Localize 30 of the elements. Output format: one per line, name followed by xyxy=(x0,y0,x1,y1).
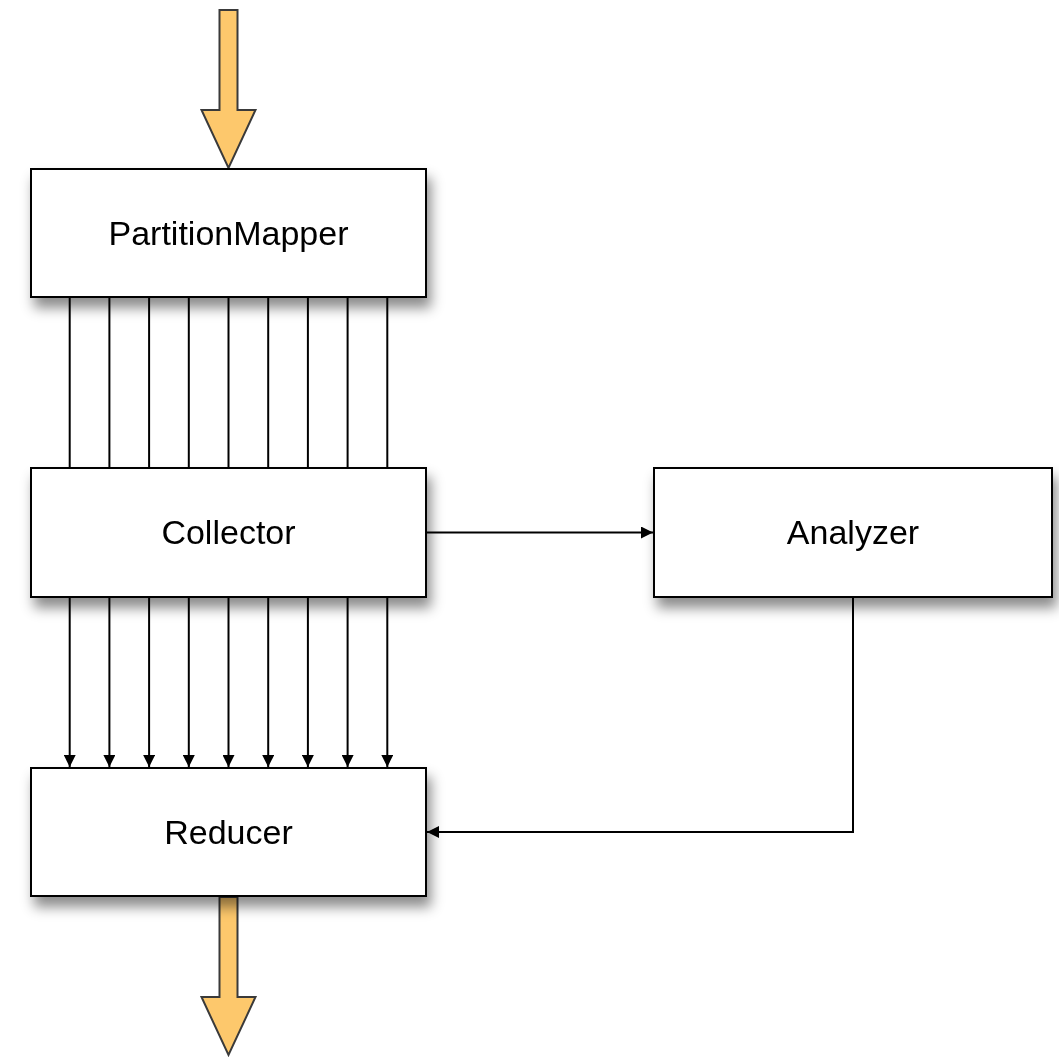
box-label: PartitionMapper xyxy=(108,212,349,254)
arrow xyxy=(426,597,854,838)
arrow xyxy=(222,597,235,768)
block-arrow xyxy=(199,896,258,1058)
arrow xyxy=(301,597,314,768)
box-label: Collector xyxy=(161,512,296,554)
arrow xyxy=(182,597,195,768)
connector-line xyxy=(148,297,151,468)
process-box xyxy=(653,467,1053,598)
box-label: Analyzer xyxy=(786,512,920,554)
arrow xyxy=(262,597,275,768)
block-arrow xyxy=(199,9,258,171)
connector-line xyxy=(306,297,309,468)
connector-line xyxy=(227,297,230,468)
process-box xyxy=(30,767,427,897)
arrow xyxy=(63,597,76,768)
arrow xyxy=(103,597,116,768)
process-box xyxy=(30,467,427,598)
connector-line xyxy=(108,297,111,468)
box-label: Reducer xyxy=(164,811,293,853)
arrow xyxy=(426,526,654,539)
connector-line xyxy=(187,297,190,468)
arrow xyxy=(143,597,156,768)
connector-line xyxy=(68,297,71,468)
connector-line xyxy=(386,297,389,468)
process-box xyxy=(30,168,427,298)
arrow xyxy=(381,597,394,768)
connector-line xyxy=(267,297,270,468)
arrow xyxy=(341,597,354,768)
connector-line xyxy=(346,297,349,468)
